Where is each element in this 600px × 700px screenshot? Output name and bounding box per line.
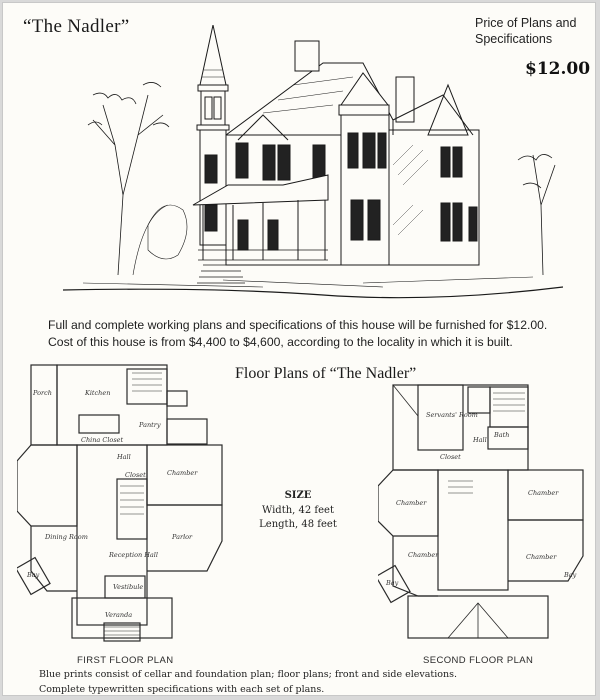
room-label: Closet: [440, 453, 461, 461]
room-label: Chamber: [167, 469, 198, 477]
room-label: Closet: [125, 471, 146, 479]
room-label: Bath: [494, 431, 510, 439]
second-floor-caption: SECOND FLOOR PLAN: [423, 655, 534, 666]
room-label: Pantry: [139, 421, 161, 429]
description-line1: Full and complete working plans and spec…: [48, 318, 548, 332]
size-block: SIZE Width, 42 feet Length, 48 feet: [253, 490, 343, 532]
description: Full and complete working plans and spec…: [48, 317, 547, 351]
description-line2: Cost of this house is from $4,400 to $4,…: [48, 335, 513, 349]
room-label: Servants' Room: [426, 411, 478, 419]
tree-left-icon: [87, 82, 188, 276]
size-heading: SIZE: [284, 490, 312, 501]
turret: [196, 25, 230, 246]
footer-line1: Blue prints consist of cellar and founda…: [39, 669, 457, 680]
footer-notes: Blue prints consist of cellar and founda…: [39, 667, 457, 697]
room-label: Bay: [27, 571, 40, 579]
price-label-line1: Price of Plans and: [475, 16, 577, 30]
first-floor-caption: FIRST FLOOR PLAN: [77, 655, 174, 666]
room-label: Hall: [473, 436, 487, 444]
room-label: Chamber: [526, 553, 557, 561]
room-label: China Closet: [81, 436, 124, 444]
room-label: Bay: [564, 571, 577, 579]
room-label: Parlor: [172, 533, 193, 541]
room-label: Reception Hall: [109, 551, 158, 559]
room-label: Veranda: [105, 611, 133, 619]
room-label: Kitchen: [85, 389, 111, 397]
room-label: Porch: [33, 389, 52, 397]
floor-plans-title: Floor Plans of “The Nadler”: [235, 365, 417, 382]
house-title: “The Nadler”: [23, 16, 130, 37]
size-length: Length, 48 feet: [259, 519, 337, 530]
house-illustration: [63, 25, 563, 299]
room-label: Bay: [386, 579, 399, 587]
price-label-line2: Specifications: [475, 32, 553, 46]
room-label: Chamber: [528, 489, 559, 497]
room-label: Vestibule: [113, 583, 144, 591]
second-floor-plan: Servants' Room Bath Hall Closet Chamber …: [375, 381, 588, 643]
tree-right-icon: [517, 154, 556, 276]
footer-line2: Complete typewritten specifications with…: [39, 684, 325, 695]
first-floor-plan: Porch Kitchen Pantry China Closet Hall C…: [15, 361, 227, 643]
room-label: Dining Room: [45, 533, 88, 541]
price-box: Price of Plans and Specifications $12.00: [475, 15, 595, 79]
room-label: Chamber: [396, 499, 427, 507]
price-value: $12.00: [525, 59, 591, 79]
room-label: Hall: [117, 453, 131, 461]
size-width: Width, 42 feet: [262, 505, 334, 516]
room-label: Chamber: [408, 551, 439, 559]
